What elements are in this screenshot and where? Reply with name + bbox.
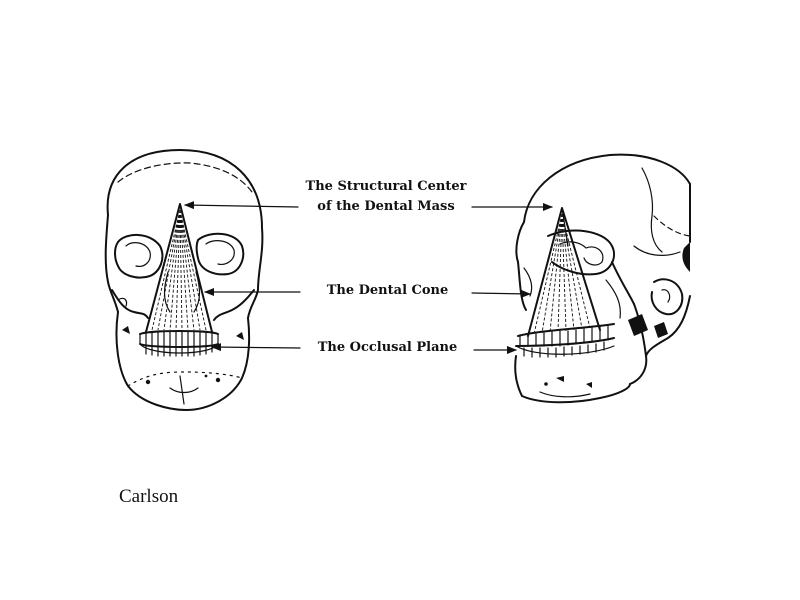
upper-teeth (139, 331, 219, 357)
dental-cone-arrow-right (471, 289, 531, 298)
structural-center-label-line2: of the Dental Mass (317, 199, 455, 214)
occlusal-plane-arrow-left (211, 343, 301, 352)
frontal-dental-cone (145, 203, 213, 333)
structural-center-label-line1: The Structural Center (305, 179, 467, 194)
occlusal-plane-label: The Occlusal Plane (317, 340, 458, 355)
lateral-skull-illustration (514, 153, 691, 404)
structural-center-arrow-left (184, 201, 299, 210)
caption-carlson: Carlson (119, 486, 179, 507)
frontal-skull-illustration (104, 149, 264, 411)
pointer-arrows (184, 201, 553, 354)
dental-cone-label: The Dental Cone (326, 283, 449, 298)
lateral-upper-teeth (515, 325, 615, 358)
lateral-dental-cone (527, 207, 601, 337)
